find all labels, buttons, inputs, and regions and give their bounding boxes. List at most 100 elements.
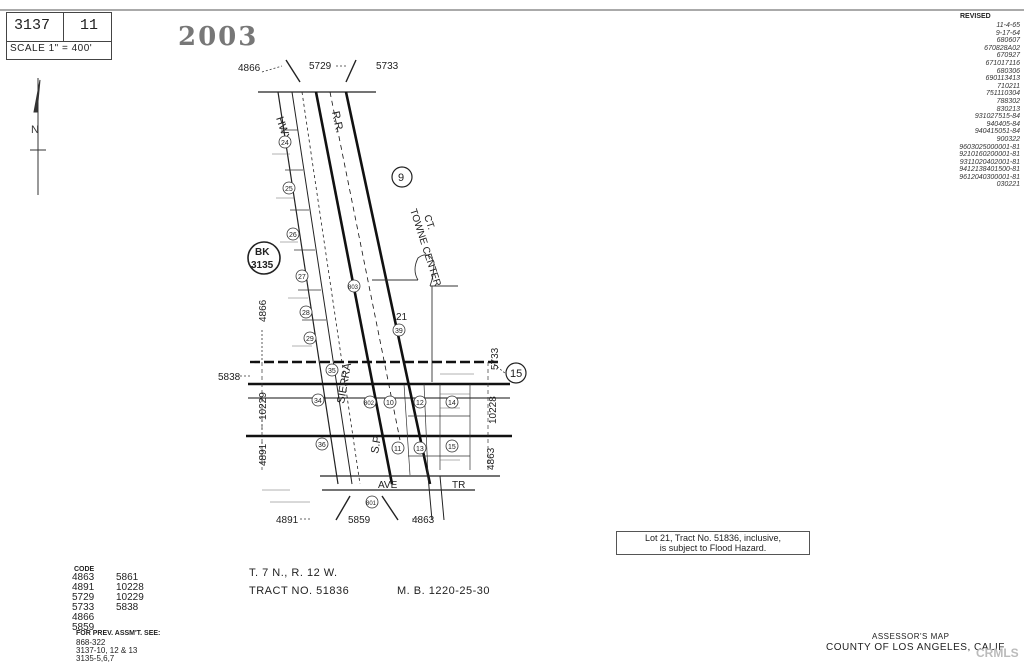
parcel-801 — [365, 495, 379, 509]
parcel-35 — [325, 363, 339, 377]
revision-entry: 9210160200001-81 — [959, 151, 1020, 159]
revision-entry: 670927 — [996, 52, 1020, 60]
prev-assessment-title: FOR PREV. ASSM'T. SEE: — [76, 630, 161, 637]
revision-entry: 830213 — [996, 105, 1020, 113]
highway-lines — [277, 91, 361, 485]
code-left-d: 4891 — [258, 443, 269, 466]
parcel-28 — [299, 305, 313, 319]
parcel-27 — [295, 269, 309, 283]
book-number: 3137 — [14, 17, 51, 34]
revision-entry: 11-4-65 — [996, 22, 1020, 29]
street-rr: R.R. — [329, 110, 345, 134]
page-ref-15 — [505, 362, 527, 384]
parcel-numbers: 24 25 26 27 28 29 34 35 36 21 39 10 12 1… — [281, 140, 456, 507]
parcel-10 — [383, 395, 397, 409]
parcel-803 — [347, 279, 361, 293]
parcel-15-label: 15 — [448, 444, 456, 451]
parcel-802-label: 802 — [364, 401, 375, 407]
revision-entry: 9412138401500-81 — [959, 166, 1020, 174]
revised-title: REVISED — [960, 13, 991, 20]
lot-21-boundary — [372, 254, 458, 382]
codes-row: 4866 — [72, 613, 144, 623]
code-cell: 5729 — [72, 592, 95, 603]
revision-entry: 940405-84 — [986, 120, 1020, 128]
lot-21-label: 21 — [396, 312, 408, 323]
prev-assessment-item: 868-322 — [76, 638, 106, 647]
township-range: T. 7 N., R. 12 W. — [249, 567, 338, 579]
parcel-803-label: 803 — [348, 285, 359, 291]
railroad-lines — [314, 91, 432, 485]
code-top-mid: 5729 — [309, 61, 332, 72]
flood-note-line1: Lot 21, Tract No. 51836, inclusive, — [644, 533, 782, 543]
code-cell: 5733 — [72, 602, 95, 613]
lot-lines — [281, 129, 326, 321]
code-bottom-right: 4863 — [412, 515, 435, 526]
page-ref-15-label: 15 — [510, 368, 522, 380]
parcel-802 — [363, 395, 377, 409]
revision-entry: 9612040300001-81 — [959, 173, 1020, 181]
parcel-39-label: 39 — [395, 328, 403, 335]
code-left-b: 5838 — [218, 372, 241, 383]
prev-assessment-item: 3135-5,6,7 — [76, 654, 115, 663]
page-ref-9 — [391, 166, 413, 188]
parcel-29-label: 29 — [306, 336, 314, 343]
code-cell: 4866 — [72, 612, 95, 623]
north-label: N — [31, 124, 39, 136]
parcel-26 — [286, 227, 300, 241]
code-leaders — [236, 65, 507, 520]
county-title: COUNTY OF LOS ANGELES, CALIF. — [826, 642, 1008, 653]
code-cell: 4863 — [72, 572, 95, 583]
header-rule — [7, 41, 111, 42]
parcel-11 — [391, 441, 405, 455]
parcel-25-label: 25 — [285, 186, 293, 193]
parcel-circles — [278, 135, 459, 509]
revision-entry: 9603025000001-81 — [959, 143, 1020, 151]
parcel-12-label: 12 — [416, 400, 424, 407]
code-right-b: 10228 — [488, 396, 499, 424]
revision-entry: 670828A02 — [984, 44, 1020, 52]
parcel-13-label: 13 — [416, 446, 424, 453]
page-ref-9-label: 9 — [398, 172, 404, 184]
parcel-28-label: 28 — [302, 310, 310, 317]
street-ct: CT. — [421, 214, 436, 232]
revision-entry: 751110304 — [986, 90, 1020, 98]
parcel-39 — [392, 323, 406, 337]
codes-row: 5729 10229 — [72, 593, 144, 603]
dimension-notes — [262, 153, 474, 503]
map-header-box — [6, 12, 112, 60]
codes-title: CODE — [74, 566, 95, 573]
parcel-29 — [303, 331, 317, 345]
parcel-11-label: 11 — [394, 446, 401, 453]
bottom-street — [320, 475, 500, 521]
code-left-a: 4866 — [258, 299, 269, 322]
parcel-grid — [261, 362, 489, 476]
revision-entry: 9-17-64 — [995, 29, 1020, 37]
code-cell: 5859 — [72, 622, 95, 633]
code-bottom-left: 4891 — [276, 515, 299, 526]
code-left-c: 10229 — [258, 392, 269, 420]
map-year-stamp: 2003 — [178, 22, 259, 52]
code-right-a: 5733 — [490, 347, 501, 370]
revision-entry: 940415051-84 — [974, 128, 1020, 136]
code-top-right: 5733 — [376, 61, 399, 72]
revision-entry: 680306 — [996, 67, 1020, 75]
assessor-map-title: ASSESSOR'S MAP — [872, 632, 950, 641]
parcel-36 — [315, 437, 329, 451]
codes-row: 5733 5838 — [72, 603, 144, 613]
code-cell: 5838 — [116, 602, 139, 613]
code-right-c: 4863 — [486, 447, 497, 470]
street-ave: AVE — [378, 480, 398, 491]
revision-entry: 9311020402001-81 — [959, 158, 1020, 166]
street-sp: S.P. — [369, 433, 384, 454]
flood-note-line2: is subject to Flood Hazard. — [659, 543, 767, 553]
revision-list: 11-4-65 9-17-64 680607 670828A02 670927 … — [880, 22, 1020, 189]
parcel-25 — [282, 181, 296, 195]
page-number: 11 — [80, 17, 99, 34]
watermark: CRMLS — [976, 646, 1019, 660]
revision-entry: 900322 — [996, 135, 1020, 143]
code-cell: 10229 — [116, 592, 144, 603]
